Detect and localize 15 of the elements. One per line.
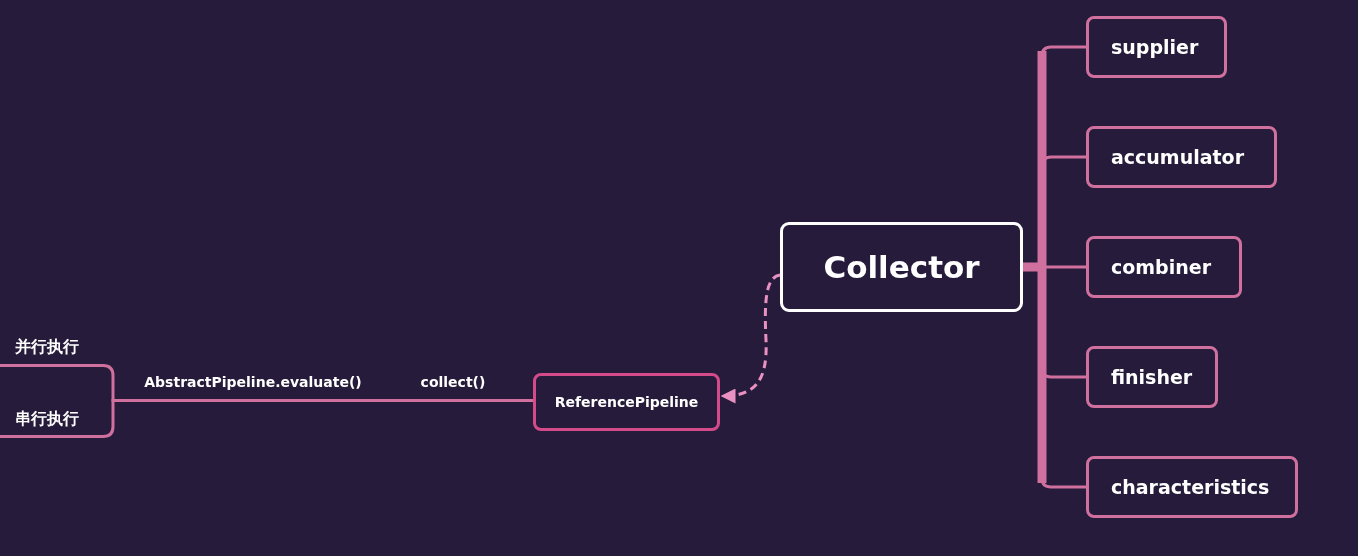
connector <box>100 399 134 438</box>
topic-box: supplier <box>1086 16 1227 78</box>
topic-box: ReferencePipeline <box>533 373 720 431</box>
central-topic-box: Collector <box>780 222 1023 312</box>
topic-label: 并行执行 <box>0 333 100 367</box>
connector <box>372 399 412 402</box>
topic-box: finisher <box>1086 346 1218 408</box>
topic-box: combiner <box>1086 236 1242 298</box>
topic-box: accumulator <box>1086 126 1277 188</box>
topic-label: AbstractPipeline.evaluate() <box>134 370 372 402</box>
topic-box: characteristics <box>1086 456 1298 518</box>
connector <box>494 399 533 402</box>
topic-label: collect() <box>412 370 494 402</box>
topic-label: 串行执行 <box>0 403 100 438</box>
dashed-arrow <box>720 273 781 404</box>
